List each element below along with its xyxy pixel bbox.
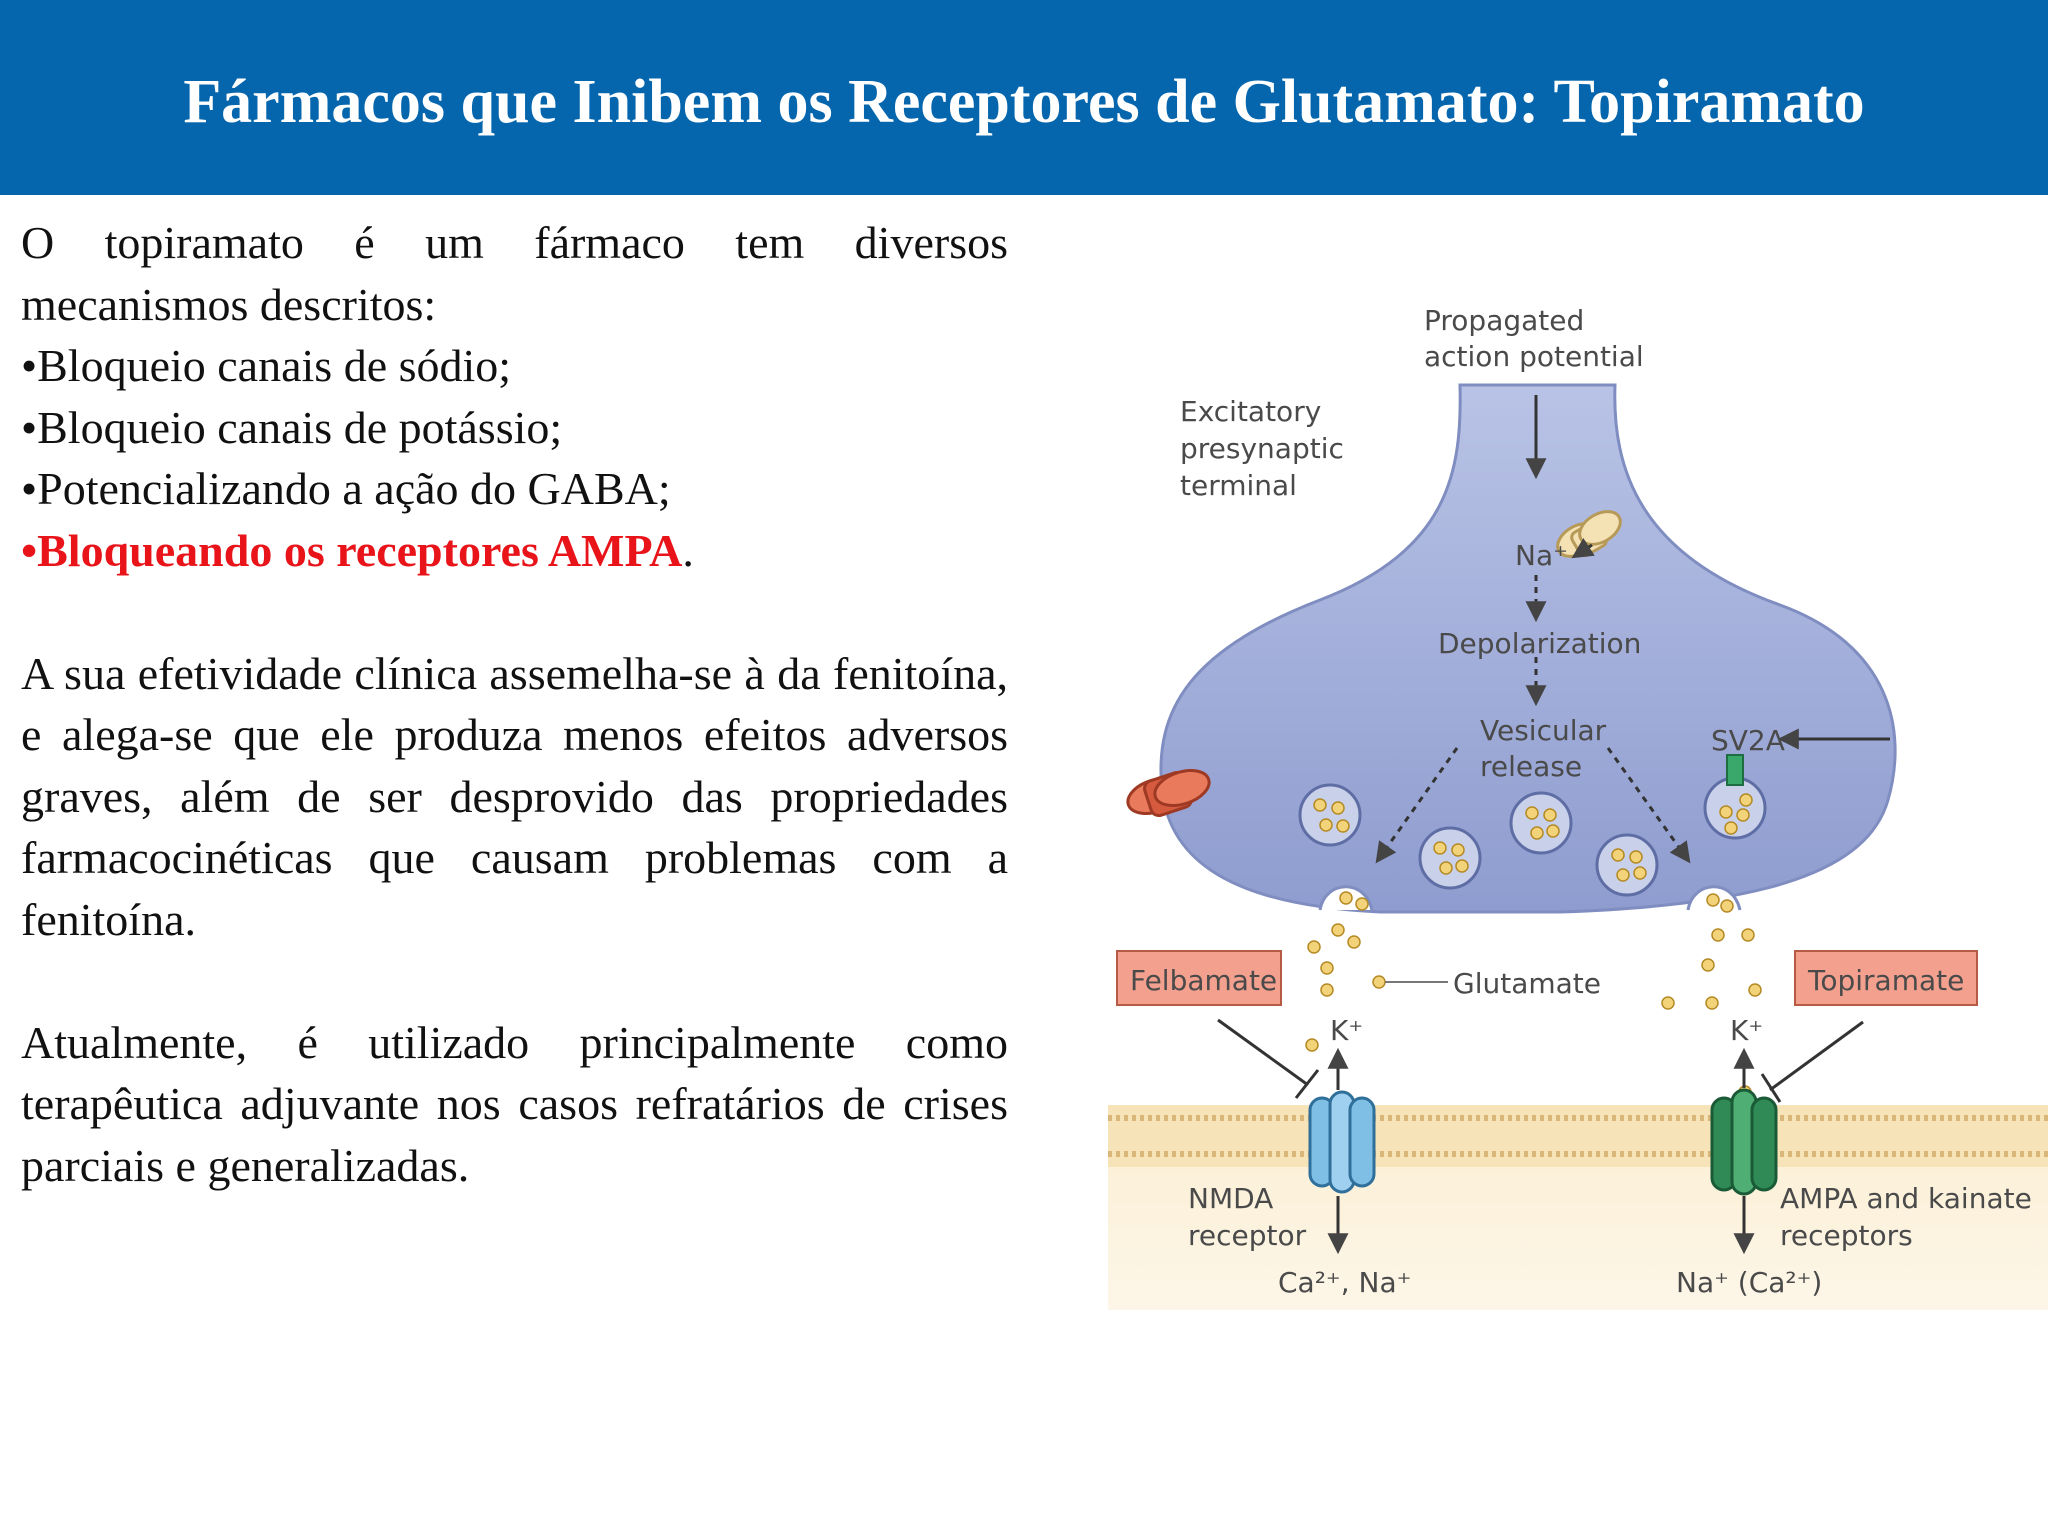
topiramate-box — [1794, 950, 1978, 1006]
bullet-item: •Potencializando a ação do GABA; — [21, 463, 671, 514]
excitatory-label: terminal — [1180, 469, 1297, 502]
intro-text: O topiramato é um fármaco tem diversos m… — [21, 217, 1008, 330]
spacer — [21, 950, 1008, 1012]
topiramate-inhibition — [1769, 1020, 1864, 1092]
vesicle — [1509, 791, 1573, 855]
vesicular-label: release — [1480, 750, 1582, 783]
sv2a-label: SV2A — [1711, 724, 1785, 757]
bullet-item: •Bloqueio canais de sódio; — [21, 340, 512, 391]
usage-paragraph: Atualmente, é utilizado principalmente c… — [21, 1016, 1008, 1191]
highlight-bullet-line: •Bloqueando os receptores AMPA. — [21, 520, 1008, 582]
potassium-label: K⁺ — [1330, 1014, 1363, 1047]
vesicle-glutamate — [1313, 793, 1753, 882]
propagated-label: action potential — [1424, 340, 1644, 373]
text-column: O topiramato é um fármaco tem diversos m… — [21, 212, 1008, 1196]
header-bar — [0, 0, 2048, 195]
felbamate-inhibition — [1217, 1018, 1309, 1087]
bullet-item: •Bloqueio canais de potássio; — [21, 401, 563, 453]
presynaptic-terminal — [1159, 383, 1897, 914]
vesicles — [1298, 776, 1767, 897]
felbamate-inhibition-bar — [1294, 1069, 1320, 1099]
sv2a-protein — [1726, 754, 1744, 786]
vesicle — [1418, 826, 1482, 890]
topiramate-inhibition-bar — [1760, 1073, 1782, 1103]
glutamate-label: Glutamate — [1453, 967, 1601, 1000]
synapse-diagram: Propagated action potential Excitatory p… — [1100, 285, 2048, 1310]
topiramate-label: Topiramate — [1807, 964, 1964, 997]
nmda-label: NMDA — [1188, 1182, 1273, 1215]
vesicle — [1298, 783, 1362, 847]
felbamate-label: Felbamate — [1130, 964, 1277, 997]
potassium-label: K⁺ — [1730, 1014, 1763, 1047]
highlight-tail: . — [682, 524, 694, 576]
sodium-label: Na⁺ — [1515, 539, 1568, 572]
ion-label-left: Ca²⁺, Na⁺ — [1278, 1266, 1411, 1299]
depolarization-label: Depolarization — [1438, 627, 1641, 660]
sodium-influx-arrow — [1571, 538, 1595, 559]
nmda-label: receptor — [1188, 1219, 1307, 1252]
vesicular-label: Vesicular — [1480, 714, 1607, 747]
spacer — [21, 581, 1008, 643]
slide-title: Fármacos que Inibem os Receptores de Glu… — [183, 68, 1865, 136]
potassium-channel — [1126, 768, 1211, 818]
ampa-label: receptors — [1780, 1219, 1913, 1252]
highlight-bullet: •Bloqueando os receptores AMPA — [21, 524, 683, 576]
ampa-label: AMPA and kainate — [1780, 1182, 2032, 1215]
felbamate-box — [1116, 950, 1282, 1006]
postsynaptic-membrane — [1108, 1105, 2048, 1167]
ion-label-right: Na⁺ (Ca²⁺) — [1676, 1266, 1822, 1299]
excitatory-label: Excitatory — [1180, 395, 1321, 428]
efficacy-paragraph: A sua efetividade clínica assemelha-se à… — [21, 647, 1008, 945]
excitatory-label: presynaptic — [1180, 432, 1344, 465]
propagated-label: Propagated — [1424, 304, 1584, 337]
nmda-receptor — [1308, 1090, 1376, 1194]
ampa-receptor — [1710, 1088, 1778, 1196]
vesicle — [1595, 833, 1659, 897]
synapse-svg: Propagated action potential Excitatory p… — [1108, 304, 2048, 1310]
